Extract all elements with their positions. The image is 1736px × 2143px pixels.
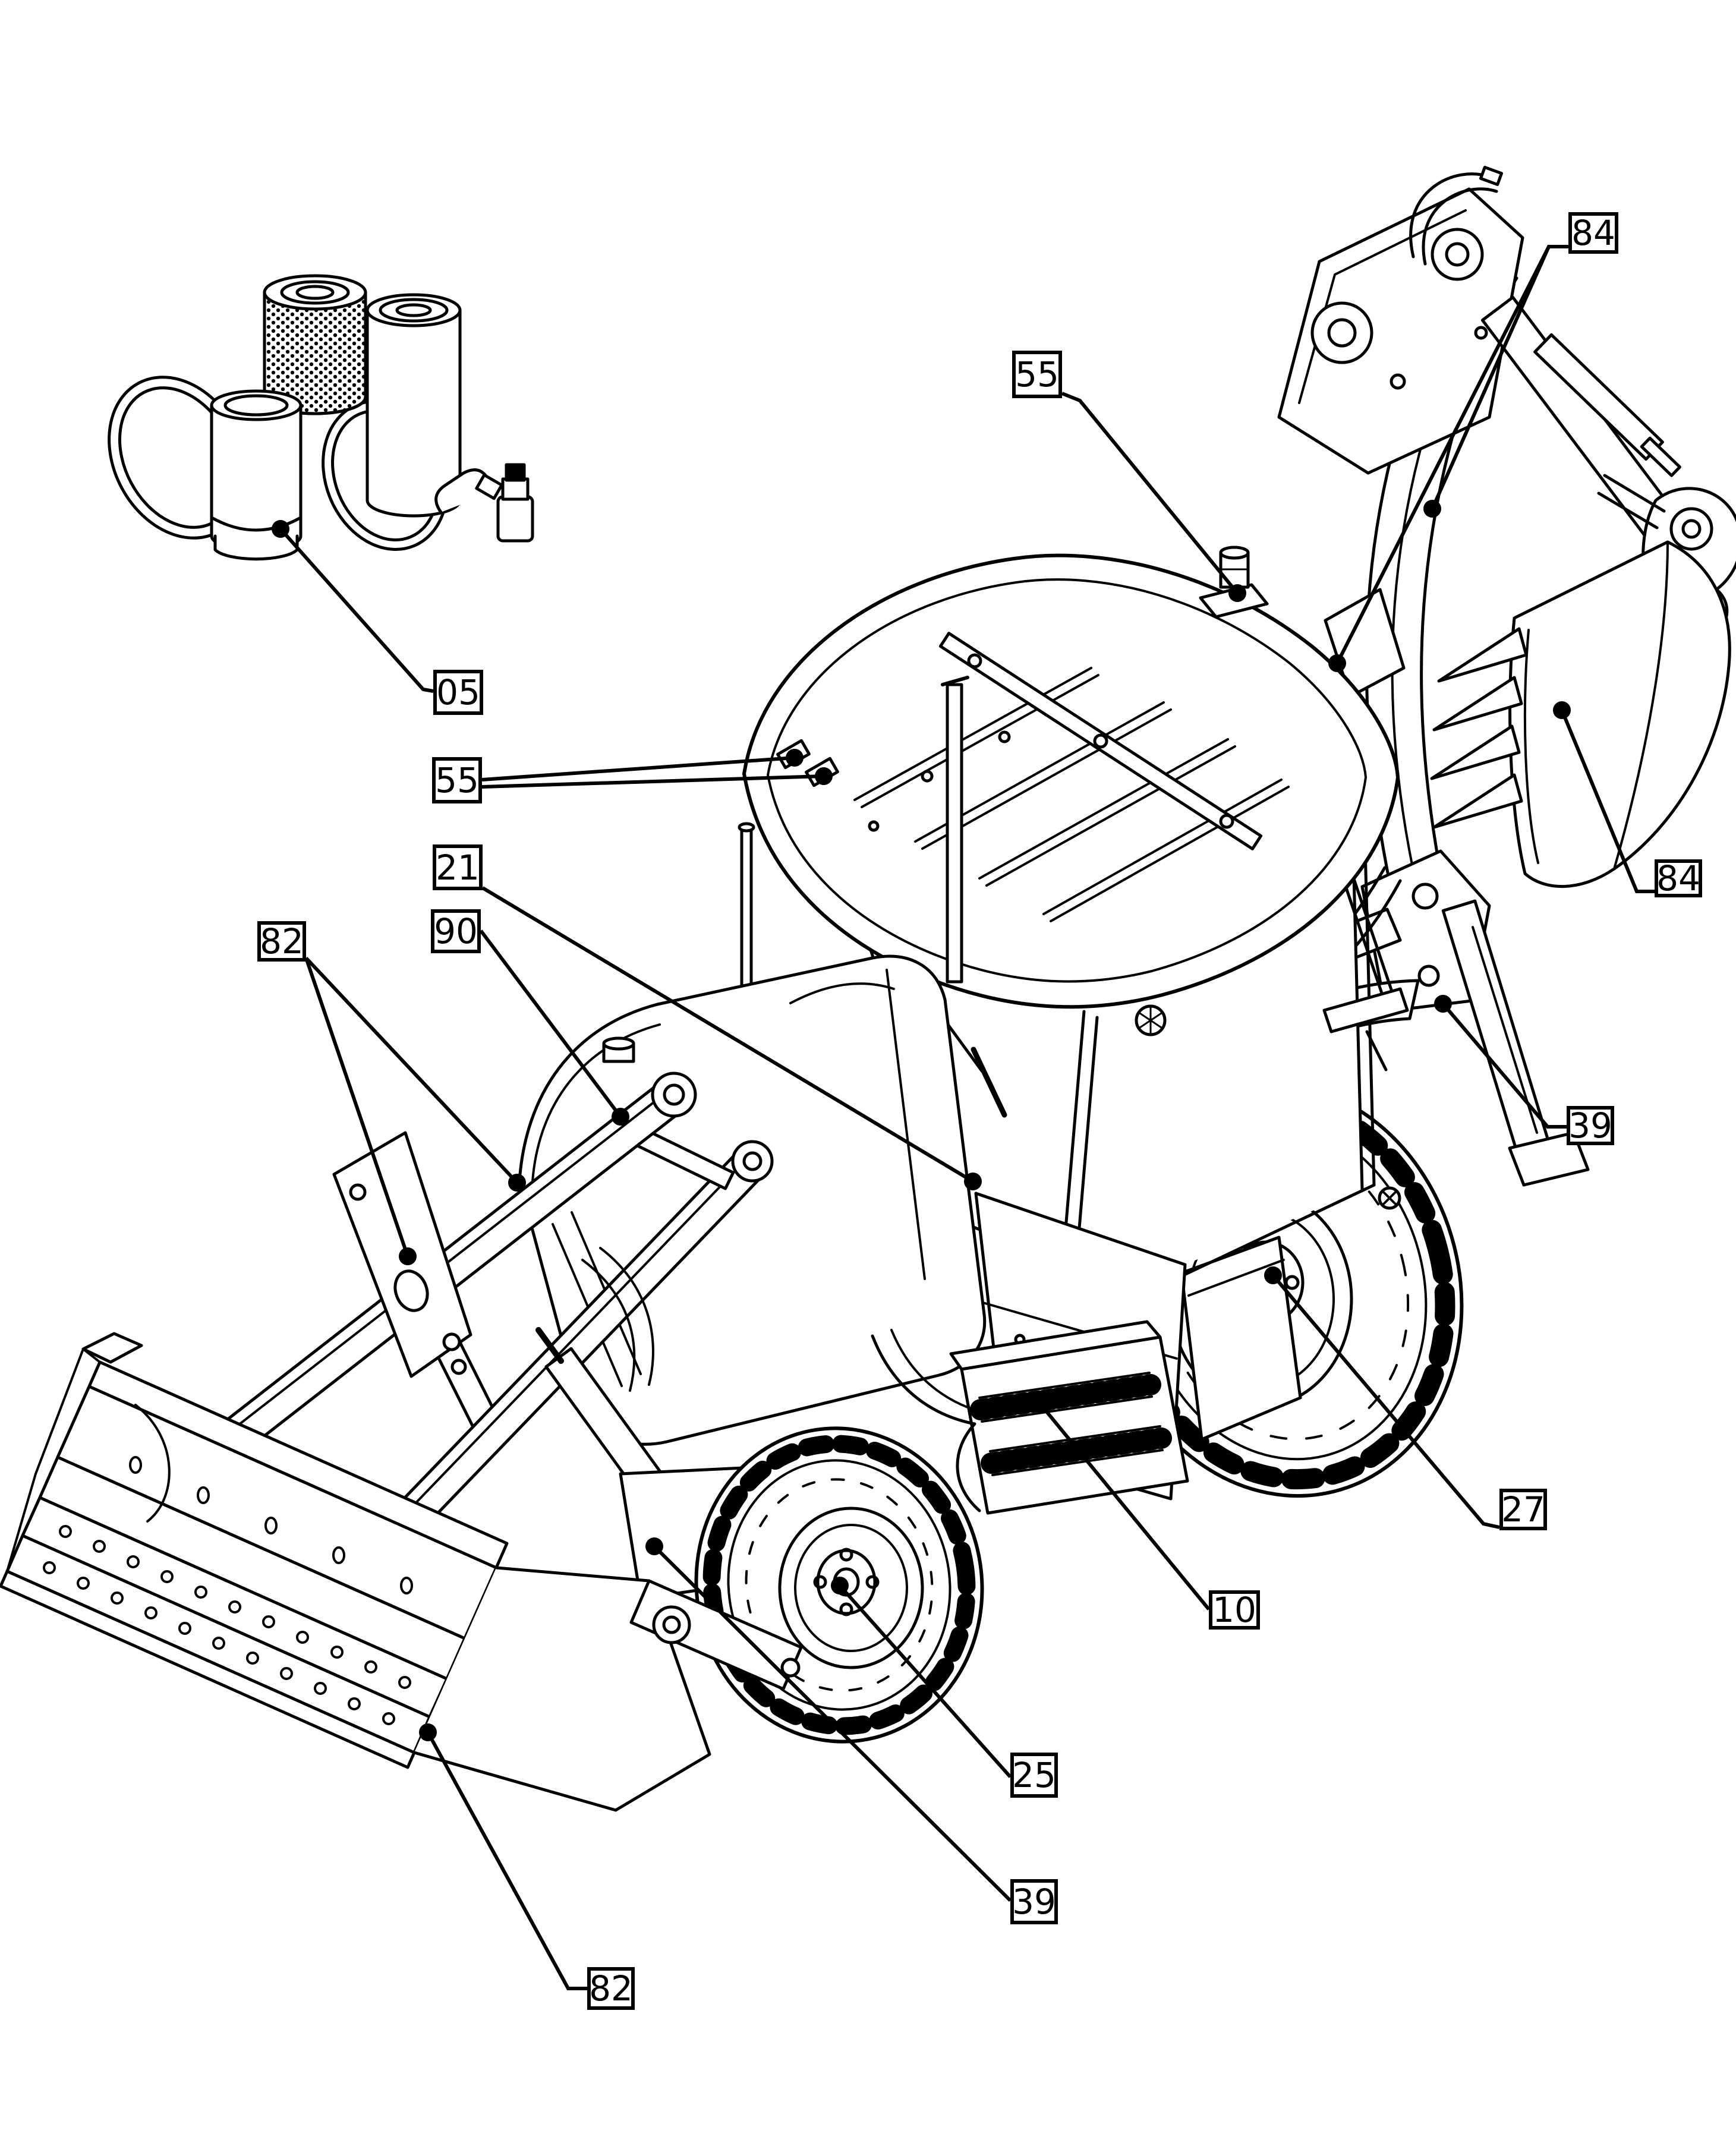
callout-55-left[interactable]: 55 bbox=[432, 757, 482, 803]
roof-rail bbox=[853, 667, 1099, 808]
callout-82-bottom[interactable]: 82 bbox=[587, 1967, 635, 2010]
spin-on-oil-filter bbox=[210, 389, 303, 561]
air-filter-element bbox=[263, 274, 367, 415]
callout-21[interactable]: 21 bbox=[433, 844, 483, 890]
canister-filter bbox=[366, 293, 462, 518]
hydraulic-hoses bbox=[871, 1329, 991, 1512]
callout-84-right[interactable]: 84 bbox=[1655, 859, 1702, 897]
callout-10[interactable]: 10 bbox=[1209, 1590, 1260, 1630]
roof-rail bbox=[1042, 779, 1290, 922]
cutting-edge-bolts bbox=[43, 1456, 413, 1725]
callout-84-top[interactable]: 84 bbox=[1568, 212, 1618, 254]
callout-90[interactable]: 90 bbox=[431, 909, 481, 953]
callout-27[interactable]: 27 bbox=[1499, 1489, 1547, 1530]
callout-55-top[interactable]: 55 bbox=[1012, 351, 1062, 398]
callout-25[interactable]: 25 bbox=[1010, 1753, 1058, 1798]
loader-bucket bbox=[0, 1332, 803, 1812]
callout-39-bottom[interactable]: 39 bbox=[1010, 1879, 1058, 1924]
callout-05[interactable]: 05 bbox=[433, 670, 483, 715]
callout-39-right[interactable]: 39 bbox=[1567, 1106, 1614, 1145]
callout-82-left[interactable]: 82 bbox=[257, 921, 306, 962]
fittings bbox=[434, 463, 534, 543]
roof-rail bbox=[978, 738, 1236, 887]
